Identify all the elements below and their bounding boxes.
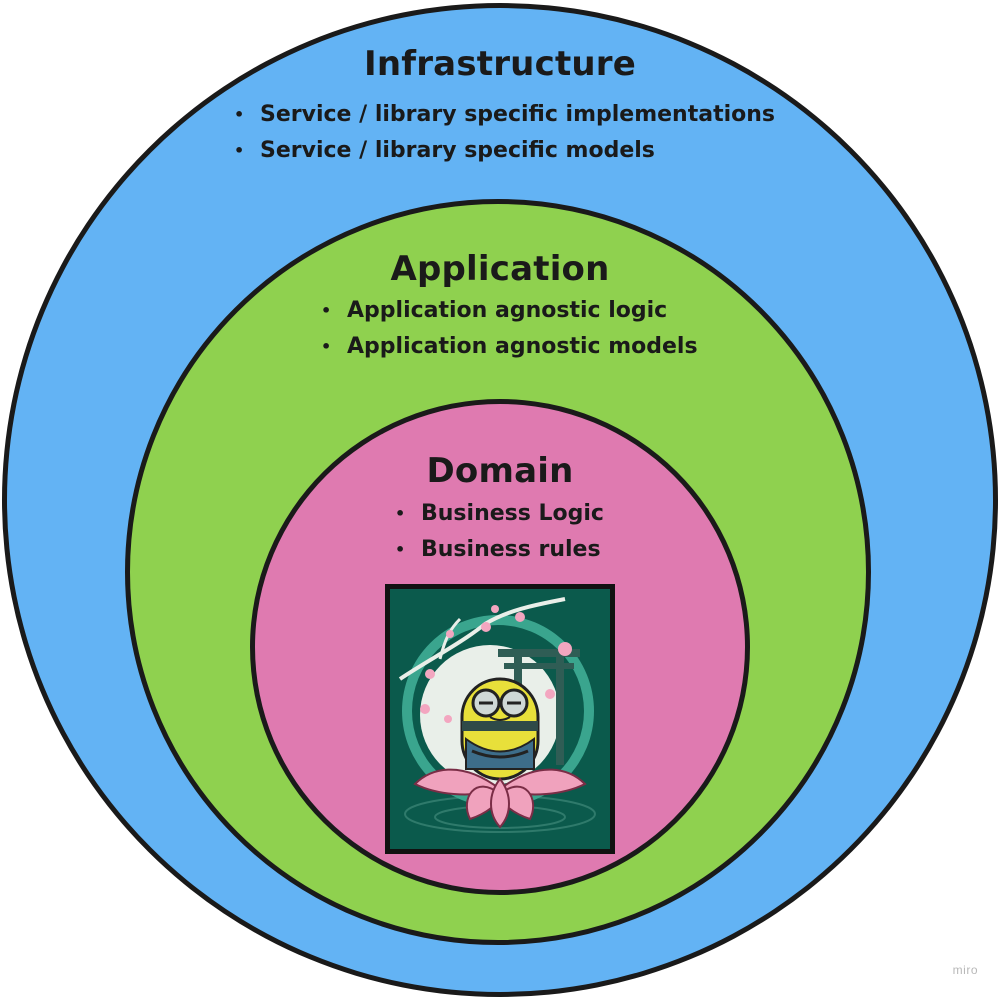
application-bullet: Application agnostic models: [321, 332, 698, 368]
domain-bullet-list: Business Logic Business rules: [395, 499, 604, 571]
infrastructure-bullet-list: Service / library specific implementatio…: [234, 100, 775, 172]
infrastructure-bullet: Service / library specific implementatio…: [234, 100, 775, 136]
illustration-art: [390, 589, 610, 849]
domain-bullet: Business rules: [395, 535, 604, 571]
infrastructure-bullet: Service / library specific models: [234, 136, 775, 172]
miro-watermark: miro: [952, 963, 978, 977]
application-bullet: Application agnostic logic: [321, 296, 698, 332]
lotus-icon: [413, 768, 587, 829]
cherry-blossom-icon: [420, 605, 572, 723]
domain-bullet: Business Logic: [395, 499, 604, 535]
domain-title: Domain: [426, 451, 574, 491]
minion-icon: [460, 677, 540, 781]
application-bullet-list: Application agnostic logic Application a…: [321, 296, 698, 368]
minion-meditation-illustration: [385, 584, 615, 854]
application-title: Application: [390, 249, 610, 289]
infrastructure-title: Infrastructure: [363, 44, 637, 84]
